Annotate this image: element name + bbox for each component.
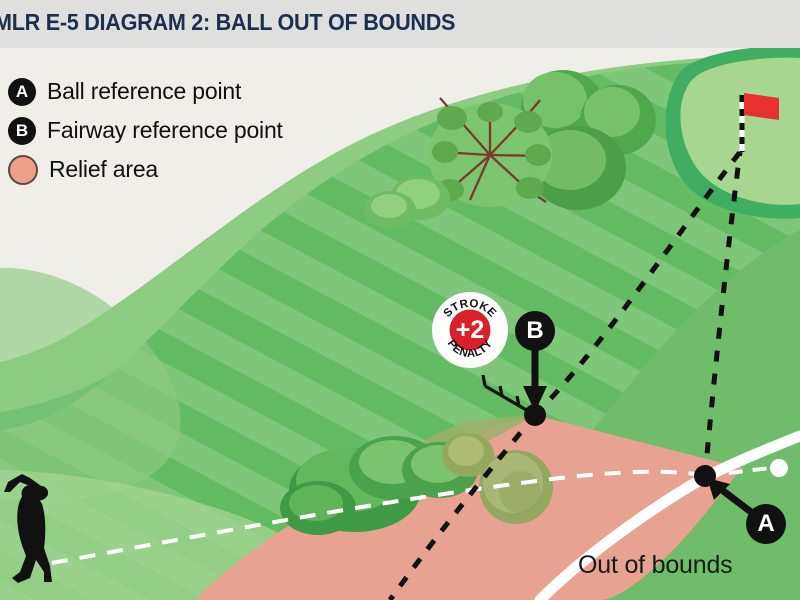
legend-marker-relief-swatch-icon <box>8 154 38 185</box>
bush-on-relief <box>479 450 553 524</box>
out-of-bounds-line <box>534 430 800 600</box>
legend-label-fairway-reference-point: Fairway reference point <box>47 117 283 143</box>
line-b-to-hole <box>533 150 742 417</box>
out-of-bounds-label: Out of bounds <box>578 551 733 579</box>
ball-flight-line <box>51 469 706 565</box>
legend-item-ball-reference-point: A Ball reference point <box>8 72 283 111</box>
point-b-dot <box>524 404 546 426</box>
golfer-silhouette <box>4 474 52 583</box>
legend-marker-b-icon: B <box>8 116 36 145</box>
tree-cluster-lower <box>280 433 494 535</box>
marker-badge-a: A <box>746 504 786 544</box>
legend: A Ball reference point B Fairway referen… <box>0 48 283 189</box>
legend-label-relief-area: Relief area <box>49 156 159 182</box>
marker-badge-b: B <box>515 311 555 351</box>
rough-swale <box>0 267 181 500</box>
penalty-center-text: +2 <box>456 316 485 344</box>
legend-label-ball-reference-point: Ball reference point <box>47 78 242 104</box>
line-b-reference <box>387 413 537 600</box>
flagstick <box>739 93 779 152</box>
tree-cluster-upper <box>364 70 656 229</box>
putting-green <box>677 49 800 212</box>
golf-ball <box>770 459 788 477</box>
arrow-a <box>707 478 758 518</box>
stroke-penalty-badge: STROKE PENALTY +2 <box>432 292 508 368</box>
arrow-b <box>523 345 547 412</box>
green-collar <box>665 45 800 219</box>
legend-marker-a-icon: A <box>8 77 36 106</box>
line-a-to-hole <box>702 151 743 477</box>
legend-item-fairway-reference-point: B Fairway reference point <box>8 111 283 150</box>
header-band: MLR E-5 DIAGRAM 2: BALL OUT OF BOUNDS <box>0 0 800 48</box>
page-title: MLR E-5 DIAGRAM 2: BALL OUT OF BOUNDS <box>0 9 456 35</box>
legend-item-relief-area: Relief area <box>8 150 283 189</box>
offcourse-background <box>0 40 800 362</box>
relief-area <box>195 415 742 600</box>
